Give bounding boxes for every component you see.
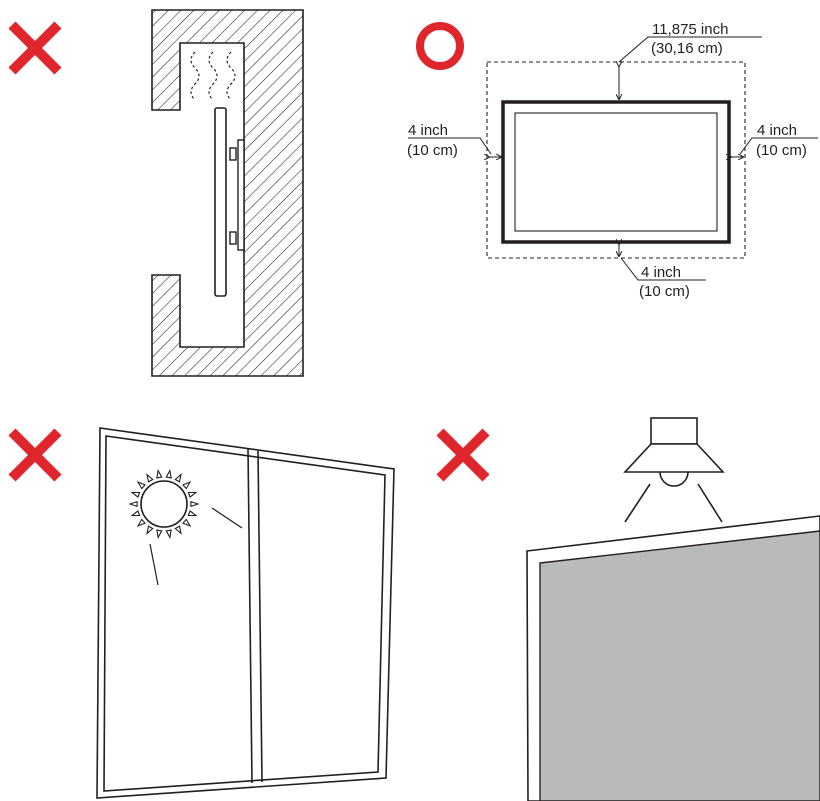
top-clearance-inch: 11,875 inch: [652, 21, 728, 38]
panel-sunlight: [8, 427, 395, 799]
display-side-view: [214, 107, 245, 297]
sun-ray: [190, 500, 200, 508]
bottom-clearance-arrow: [619, 244, 706, 281]
sun-ray: [128, 500, 138, 508]
display-front-view: [501, 100, 731, 244]
x-icon: [436, 428, 490, 482]
panel-overhead-light: [436, 417, 820, 801]
sun-ray: [130, 491, 141, 499]
sun-ray: [174, 525, 182, 535]
x-icon: [8, 428, 62, 482]
top-clearance-cm: (30,16 cm): [651, 40, 723, 57]
sun-ray: [182, 480, 192, 490]
sun-ray: [136, 480, 146, 490]
ceiling-lamp-icon: [623, 417, 725, 523]
sun-ray: [130, 509, 141, 517]
wall-section: [151, 9, 304, 377]
left-clearance-cm: (10 cm): [407, 142, 458, 159]
window: [96, 427, 395, 799]
sun-ray: [146, 473, 154, 483]
left-clearance-inch: 4 inch: [408, 122, 448, 139]
right-clearance-cm: (10 cm): [756, 142, 807, 159]
bottom-clearance-cm: (10 cm): [639, 283, 690, 300]
sun-ray: [187, 509, 198, 517]
panel-wall-recess: [8, 9, 304, 377]
sun-ray: [165, 529, 172, 540]
sun-ray: [156, 529, 163, 540]
sun-ray: [187, 491, 198, 499]
sun-icon: [128, 468, 243, 586]
left-clearance-arrow: [408, 137, 501, 157]
x-icon: [8, 21, 62, 75]
sun-ray: [156, 468, 163, 479]
sun-ray: [146, 525, 154, 535]
right-clearance-arrow: [731, 137, 818, 157]
sun-ray: [174, 473, 182, 483]
display-angled-view: [526, 515, 820, 801]
sun-ray: [165, 468, 172, 479]
sun-ray: [182, 518, 192, 528]
top-clearance-arrow: [619, 36, 762, 99]
bottom-clearance-inch: 4 inch: [641, 264, 681, 281]
circle-icon: [416, 22, 464, 70]
sun-ray: [136, 518, 146, 528]
right-clearance-inch: 4 inch: [757, 122, 797, 139]
panel-clearance: 11,875 inch (30,16 cm) 4 inch (10 cm) 4 …: [407, 21, 818, 300]
heat-waves: [190, 51, 236, 101]
